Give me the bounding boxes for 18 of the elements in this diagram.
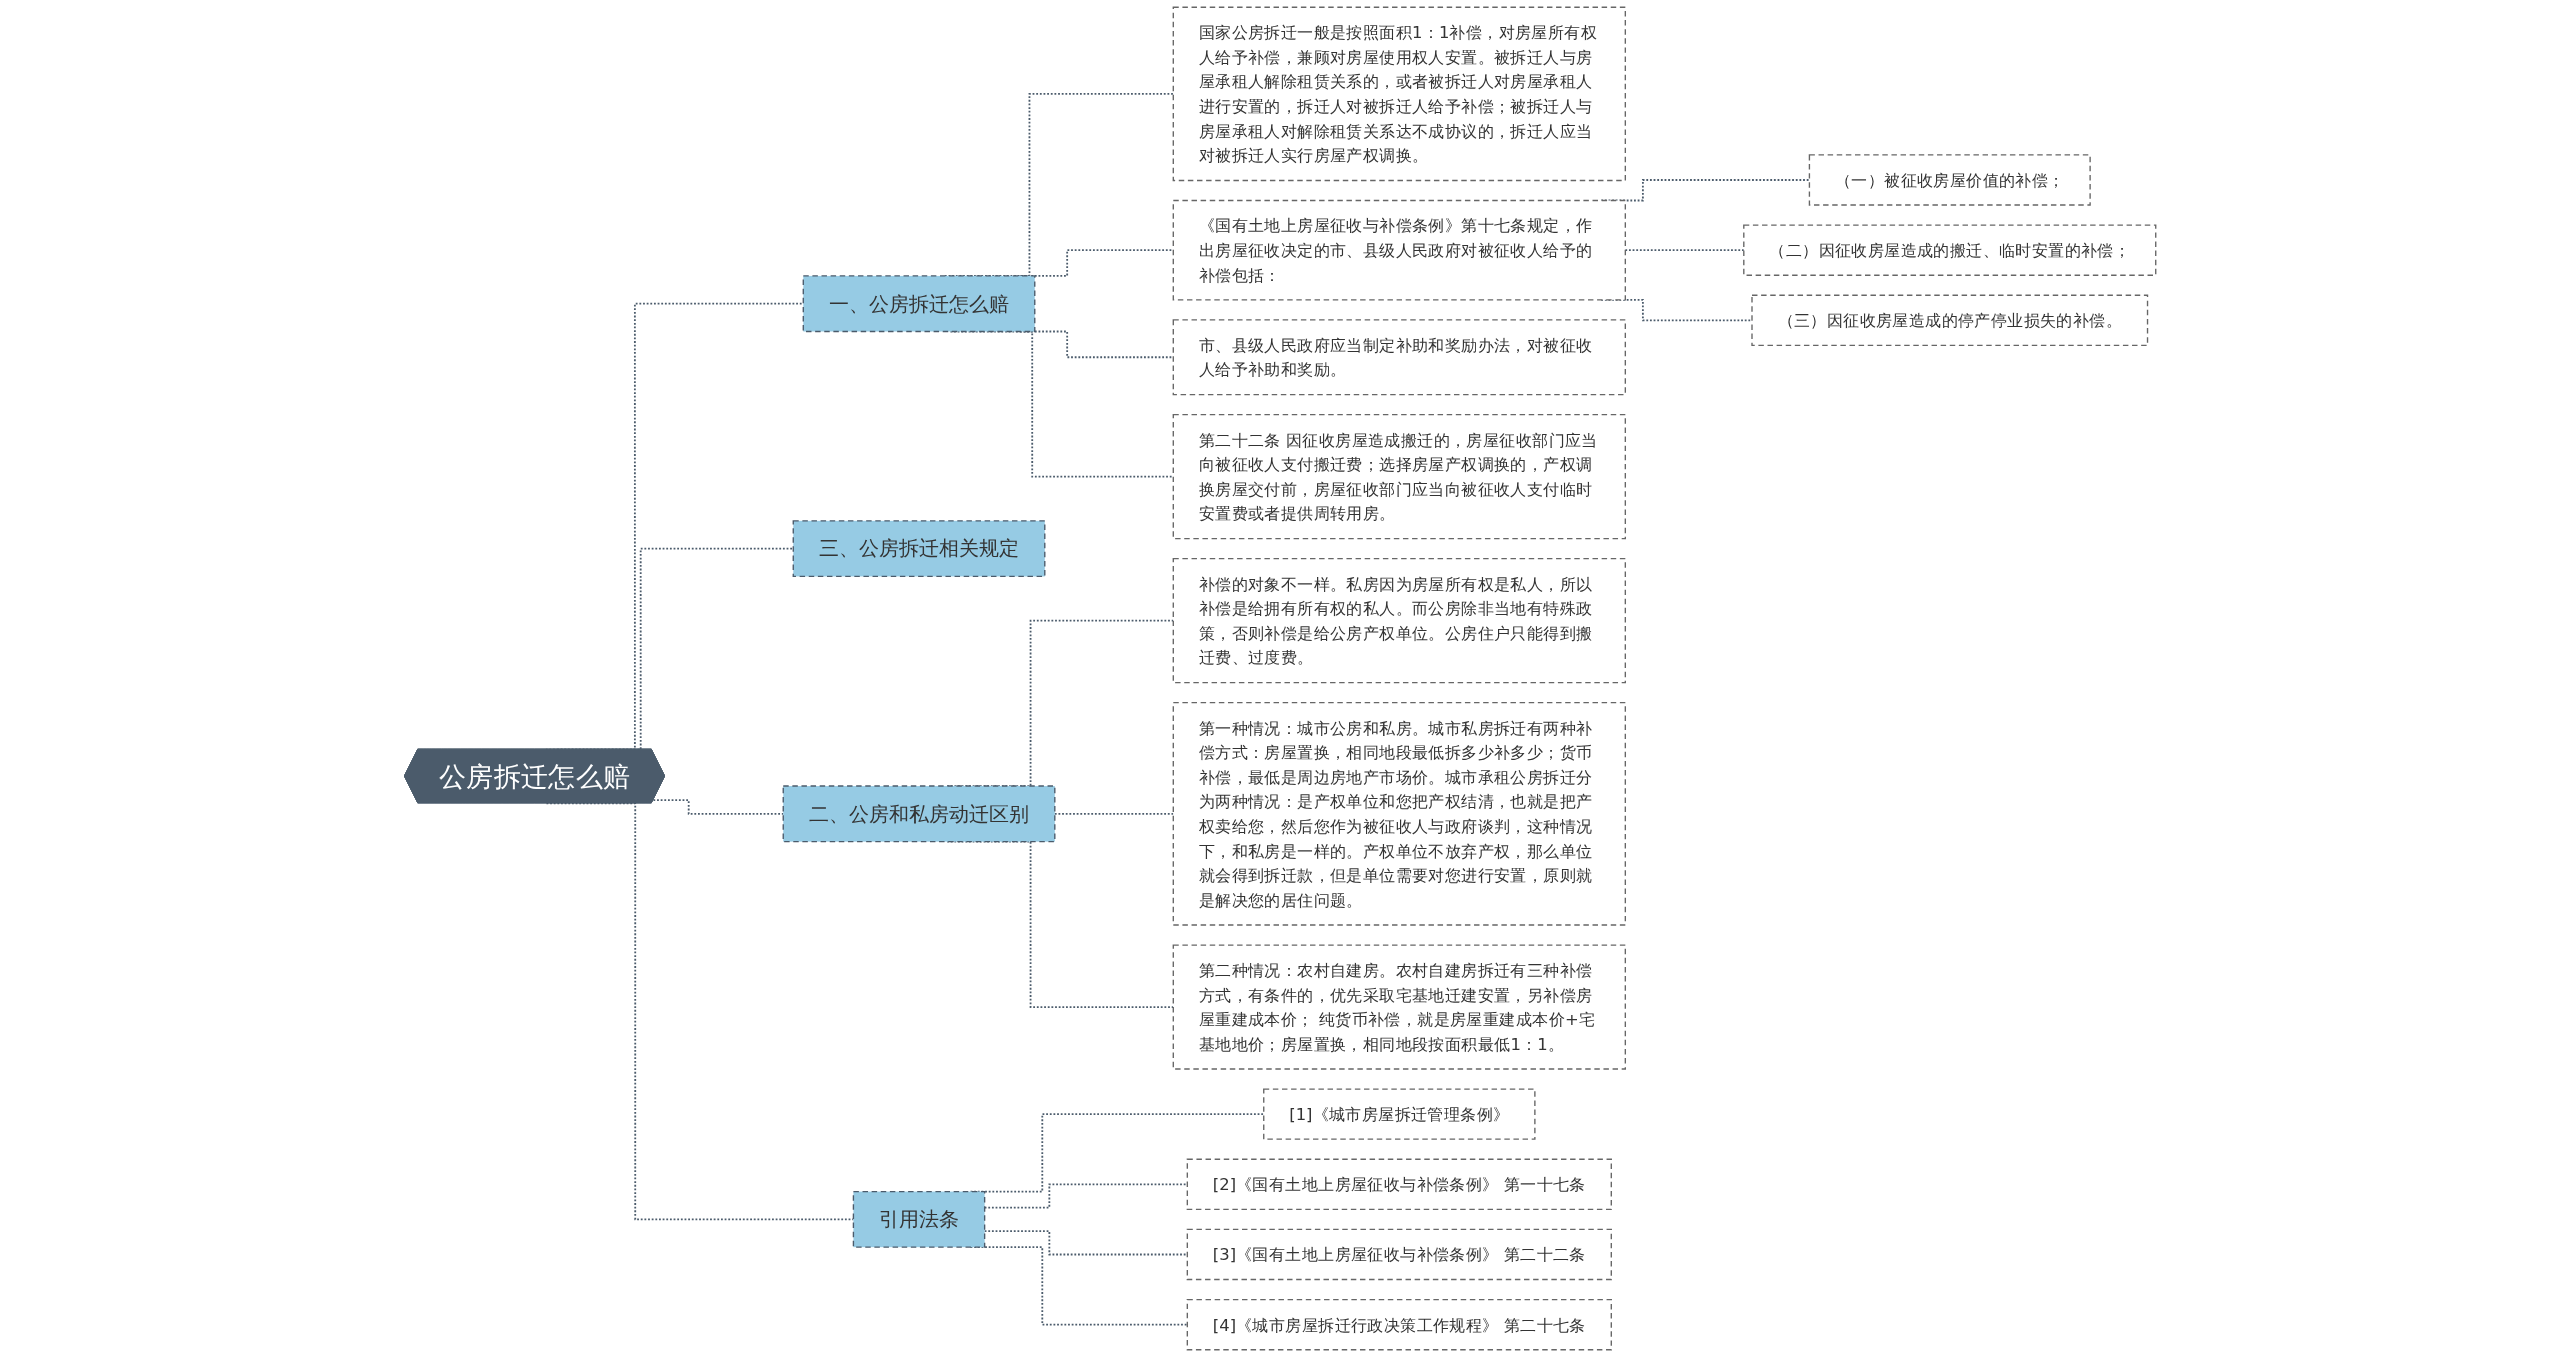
node-box: 引用法条 — [852, 1190, 986, 1248]
node-box: [2]《国有土地上房屋征收与补偿条例》 第一十七条 — [1186, 1158, 1612, 1211]
node-box: [1]《城市房屋拆迁管理条例》 — [1263, 1088, 1536, 1140]
node-box: [4]《城市房屋拆迁行政决策工作规程》 第二十七条 — [1186, 1298, 1612, 1351]
node-box: 第二十二条 因征收房屋造成搬迁的，房屋征收部门应当向被征收人支付搬迁费；选择房屋产权调换的，产权调换房屋交付前，房屋征收部门应当向被征收人支付临时安置费或者提供周转用房。 — [1172, 413, 1626, 540]
node-box: [3]《国有土地上房屋征收与补偿条例》 第二十二条 — [1186, 1228, 1612, 1281]
node-box: （三）因征收房屋造成的停产停业损失的补偿。 — [1751, 294, 2149, 347]
node-box: 市、县级人民政府应当制定补助和奖励办法，对被征收人给予补助和奖励。 — [1172, 319, 1626, 396]
node-box: （一）被征收房屋价值的补偿； — [1808, 154, 2091, 206]
node-box: 三、公房拆迁相关规定 — [792, 520, 1046, 578]
node-box: 二、公房和私房动迁区别 — [782, 785, 1056, 843]
node-box: 《国有土地上房屋征收与补偿条例》第十七条规定，作出房屋征收决定的市、县级人民政府对被征收人给予的补偿包括： — [1172, 199, 1626, 301]
node-box: 补偿的对象不一样。私房因为房屋所有权是私人，所以补偿是给拥有所有权的私人。而公房除非当地有特殊政策，否则补偿是给公房产权单位。公房住户只能得到搬迁费、过度费。 — [1172, 557, 1626, 684]
node-box: 国家公房拆迁一般是按照面积1：1补偿，对房屋所有权人给予补偿，兼顾对房屋使用权人安置。被拆迁人与房屋承租人解除租赁关系的，或者被拆迁人对房屋承租人进行安置的，拆迁人对被拆迁人给予补偿；被拆迁人与房屋承租人对解除租赁关系达不成协议的，拆迁人应当对被拆迁人实行房屋产权调换。 — [1172, 6, 1626, 182]
node-box: （二）因征收房屋造成的搬迁、临时安置的补偿； — [1743, 224, 2157, 276]
node-box: 一、公房拆迁怎么赔 — [802, 275, 1036, 333]
node-box: 第二种情况：农村自建房。农村自建房拆迁有三种补偿方式，有条件的，优先采取宅基地迁建安置，另补偿房屋重建成本价； 纯货币补偿，就是房屋重建成本价+宅基地地价；房屋置换，相同地段按面积最低1：1。 — [1172, 944, 1626, 1070]
node-box: 第一种情况：城市公房和私房。城市私房拆迁有两种补偿方式：房屋置换，相同地段最低拆多少补多少；货币补偿，最低是周边房地产市场价。城市承租公房拆迁分为两种情况：是产权单位和您把产权结清，也就是把产权卖给您，然后您作为被征收人与政府谈判，这种情况下，和私房是一样的。产权单位不放弃产权，那么单位就会得到拆迁款，但是单位需要对您进行安置，原则就是解决您的居住问题。 — [1172, 701, 1626, 926]
